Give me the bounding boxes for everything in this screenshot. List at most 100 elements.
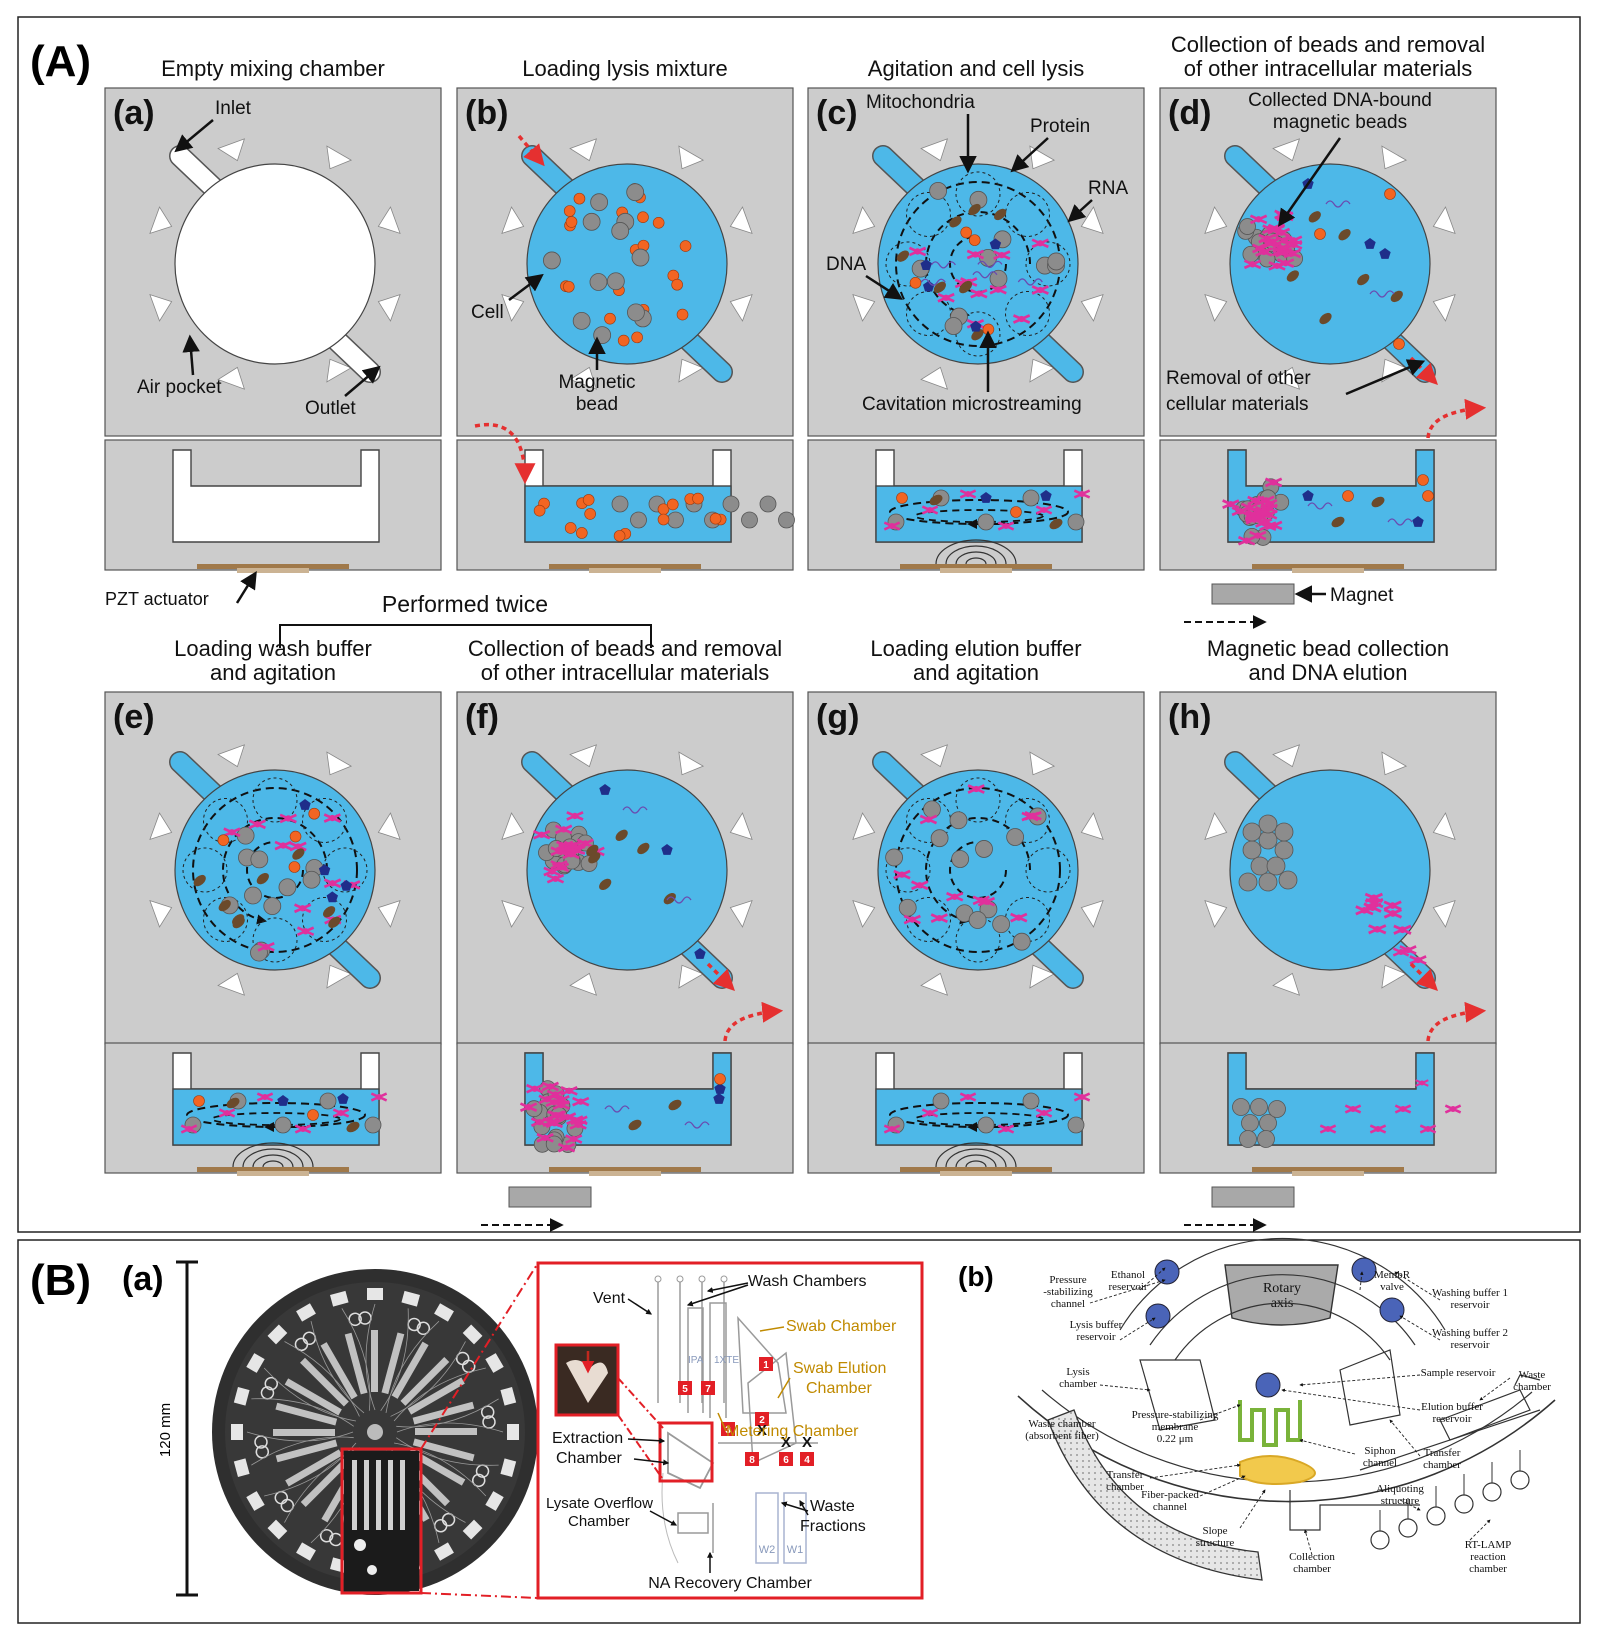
air-pocket: [217, 744, 246, 768]
mixing-chamber: [526, 769, 728, 971]
dna-knot: [299, 905, 306, 912]
dna-knot: [1260, 248, 1267, 256]
air-pocket: [501, 206, 525, 235]
microvortex: [252, 917, 298, 963]
air-pocket: [729, 899, 753, 928]
dna-fragment: [989, 284, 1007, 295]
closed-valve-mark: X: [757, 1422, 767, 1439]
rna: [604, 1105, 630, 1113]
dna-fragment: [921, 1108, 939, 1118]
dna-fragment: [1444, 1104, 1462, 1114]
schematic-label: Sample reservoir: [1421, 1367, 1496, 1379]
dna-fragment: [967, 784, 985, 794]
dna-fragment: [959, 489, 977, 499]
side-view-panel: [104, 1042, 442, 1174]
cell: [709, 512, 722, 525]
red-flow-arrow: [723, 1001, 784, 1042]
microvortex: [885, 847, 931, 893]
dna-fragment: [1368, 924, 1387, 935]
siphon-channel: [1238, 1400, 1302, 1447]
dna-fragment: [959, 1092, 977, 1102]
w1-label: W1: [787, 1544, 804, 1556]
dna-knot: [1290, 241, 1297, 248]
magnetic-bead: [1274, 822, 1294, 842]
dna-knot: [1003, 523, 1009, 529]
air-pocket: [729, 206, 753, 235]
disc-channel: [285, 1449, 343, 1487]
cell: [657, 513, 670, 526]
protein: [1357, 273, 1370, 286]
top-view-panel: [104, 87, 442, 437]
magnetic-bead: [898, 898, 917, 917]
panel-title: Agitation and cell lysis: [868, 56, 1084, 81]
dna-fragment: [332, 1108, 350, 1118]
reservoir-valve: [1255, 1372, 1281, 1398]
dna-fragment: [1283, 248, 1302, 259]
dna-knot: [531, 1085, 538, 1092]
disc-line: [396, 1398, 499, 1428]
disc-reservoir: [233, 1458, 250, 1477]
air-pocket: [678, 964, 705, 989]
dna-knot: [1079, 1094, 1085, 1100]
swab-elution-label: Chamber: [806, 1380, 872, 1397]
protein: [232, 914, 245, 926]
rt-lamp-chamber: [1398, 1518, 1418, 1538]
dna-knot: [558, 1101, 565, 1109]
dna-fragment: [546, 873, 565, 884]
dna-knot: [927, 507, 933, 513]
cell: [584, 508, 596, 520]
dna-knot: [582, 840, 589, 847]
magnetic-bead: [923, 800, 941, 819]
dna-fragment: [921, 505, 939, 515]
air-pocket: [326, 751, 353, 776]
air-pocket: [1272, 366, 1301, 390]
microvortex: [301, 896, 347, 942]
dna-knot: [569, 842, 576, 849]
extraction-highlight-box: [658, 1421, 714, 1483]
mitochondria: [318, 864, 331, 876]
mitochondria: [1364, 238, 1376, 249]
dna-fragment: [541, 1081, 560, 1092]
protein: [328, 916, 341, 928]
removal-arrow: [706, 962, 735, 991]
magnetic-bead: [1250, 1098, 1268, 1116]
dna-knot: [1350, 1106, 1356, 1112]
protein: [193, 874, 206, 887]
ixte-label: 1XTE: [714, 1355, 739, 1366]
dna-knot: [1254, 532, 1261, 539]
air-pocket-arrow: [182, 334, 200, 376]
mitochondria: [980, 492, 992, 503]
dna-knot: [1243, 537, 1250, 544]
microvortex: [301, 798, 347, 844]
dna-fragment: [1073, 1092, 1091, 1102]
leader-arrow: [1469, 1519, 1491, 1541]
dna-fragment: [536, 1133, 554, 1143]
dna-knot: [571, 812, 579, 820]
valve-number-box: [759, 1357, 773, 1371]
acoustic-wave: [252, 1154, 294, 1168]
dna-knot: [300, 1126, 306, 1132]
air-pocket-label: Air pocket: [137, 377, 222, 398]
pzt-plate: [1252, 564, 1404, 569]
microvortex: [182, 847, 228, 893]
magnetic-bead: [1258, 872, 1278, 892]
disc-line: [365, 1303, 376, 1411]
disc-reservoir: [330, 1290, 349, 1307]
air-pocket: [1080, 899, 1104, 928]
dna-knot: [998, 251, 1005, 259]
dna-fragment: [966, 249, 985, 260]
disc-sector: [246, 1353, 357, 1422]
dna-fragment: [547, 1110, 565, 1121]
magnet: [1211, 1186, 1295, 1208]
dna-fragment: [557, 1142, 576, 1153]
dna-fragment: [563, 840, 582, 851]
air-pocket: [1029, 358, 1056, 383]
dna-fragment: [1031, 238, 1049, 249]
extraction-arrow: [627, 1437, 666, 1444]
protein: [933, 281, 946, 294]
dna-knot: [1277, 244, 1285, 252]
schematic-label: Siphon: [1364, 1445, 1396, 1457]
